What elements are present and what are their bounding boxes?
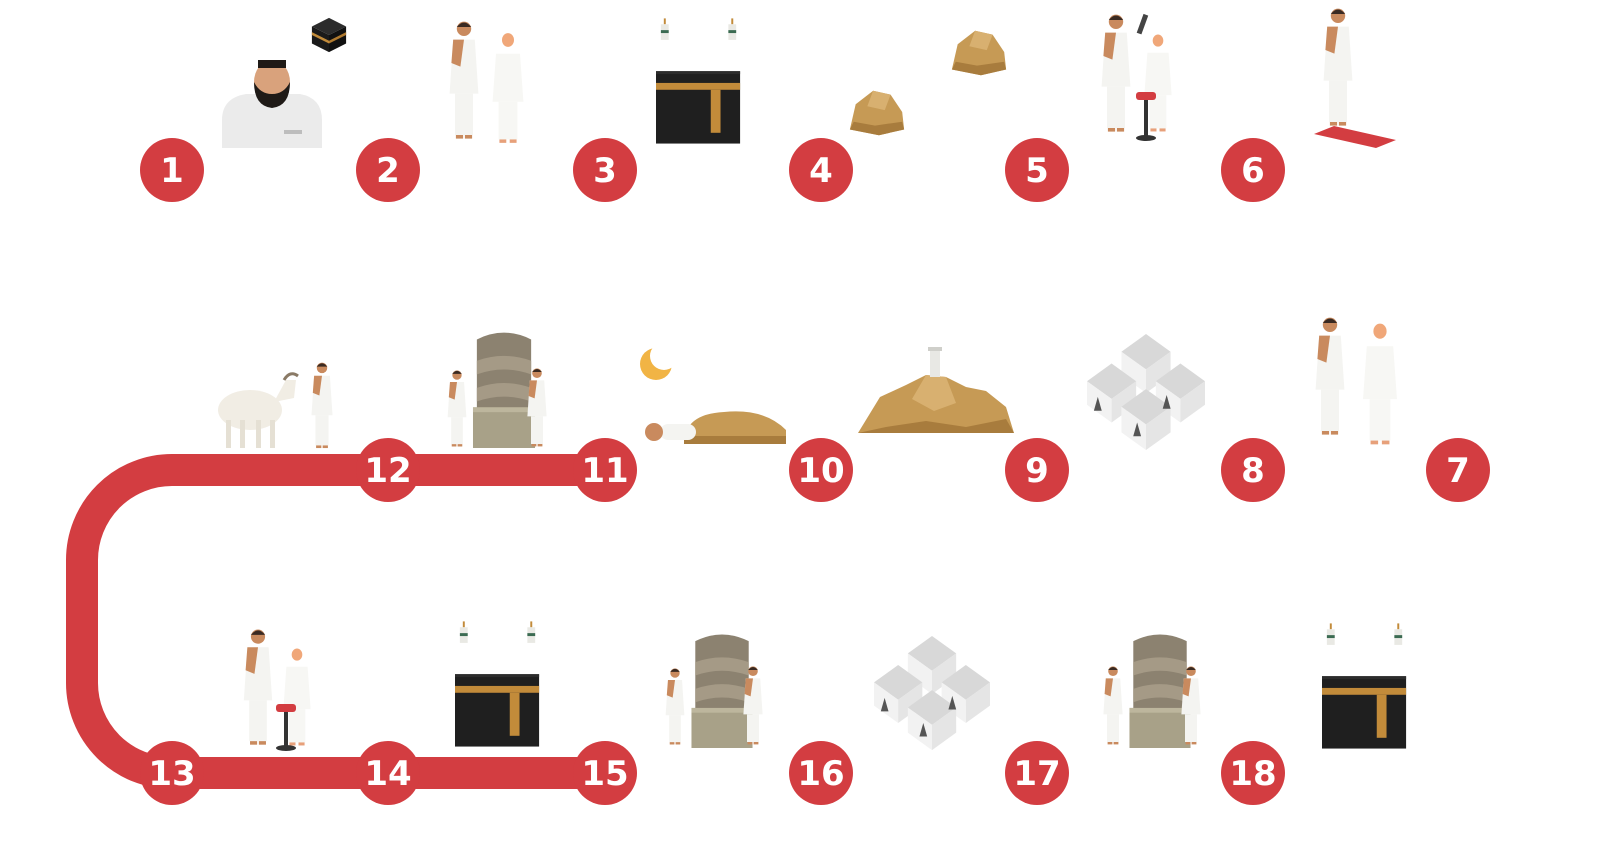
step-badge-12: 12: [356, 438, 420, 502]
mount-arafat-icon: [858, 347, 1014, 433]
step-badge-14: 14: [356, 741, 420, 805]
step-number-1: 1: [160, 151, 184, 191]
step-badge-1: 1: [140, 138, 204, 202]
kaaba-icon: [311, 17, 347, 53]
step-number-4: 4: [809, 151, 833, 191]
step-number-18: 18: [1229, 754, 1276, 794]
step-badge-17: 17: [1005, 741, 1069, 805]
step-badge-5: 5: [1005, 138, 1069, 202]
pilgrims-ihram-icon: [449, 21, 524, 143]
sleeping-pilgrim-icon: [645, 411, 786, 444]
pilgrims-ihram-icon: [1315, 317, 1397, 445]
step-badge-9: 9: [1005, 438, 1069, 502]
step-number-12: 12: [364, 451, 411, 491]
rock-safa-icon: [849, 90, 905, 136]
step-badge-11: 11: [573, 438, 637, 502]
kaaba-icon: [455, 621, 540, 747]
rock-marwah-icon: [951, 30, 1007, 76]
kaaba-icon: [1322, 623, 1407, 749]
step-number-11: 11: [581, 451, 628, 491]
step-number-8: 8: [1241, 451, 1265, 491]
step-badge-6: 6: [1221, 138, 1285, 202]
timeline-track: [66, 454, 605, 789]
step-number-5: 5: [1025, 151, 1049, 191]
jamarat-pillar-icon: [1103, 634, 1201, 748]
step-badge-13: 13: [140, 741, 204, 805]
jamarat-pillar-icon: [665, 634, 763, 748]
jamarat-pillar-icon: [447, 332, 547, 448]
crescent-moon-icon: [640, 342, 678, 380]
step-badge-10: 10: [789, 438, 853, 502]
haircut-icon: [1101, 13, 1172, 141]
step-badge-3: 3: [573, 138, 637, 202]
step-number-9: 9: [1025, 451, 1049, 491]
step-number-17: 17: [1013, 754, 1060, 794]
animal-sacrifice-icon: [218, 362, 333, 449]
prayer-mat-icon: [1314, 8, 1396, 148]
haircut-icon: [243, 629, 311, 751]
step-number-6: 6: [1241, 151, 1265, 191]
step-number-3: 3: [593, 151, 617, 191]
step-number-15: 15: [581, 754, 628, 794]
step-number-16: 16: [797, 754, 844, 794]
tents-mina-icon: [1087, 334, 1205, 451]
step-badge-7: 7: [1426, 438, 1490, 502]
step-number-13: 13: [148, 754, 195, 794]
step-badge-2: 2: [356, 138, 420, 202]
step-number-7: 7: [1446, 451, 1470, 491]
step-number-10: 10: [797, 451, 844, 491]
tents-mina-icon: [874, 636, 990, 751]
step-badge-15: 15: [573, 741, 637, 805]
kaaba-icon: [656, 18, 741, 144]
step-badge-16: 16: [789, 741, 853, 805]
step-badge-4: 4: [789, 138, 853, 202]
pilgrim-portrait-icon: [222, 60, 322, 148]
step-number-14: 14: [364, 754, 411, 794]
step-number-2: 2: [376, 151, 400, 191]
step-badge-8: 8: [1221, 438, 1285, 502]
step-badge-18: 18: [1221, 741, 1285, 805]
